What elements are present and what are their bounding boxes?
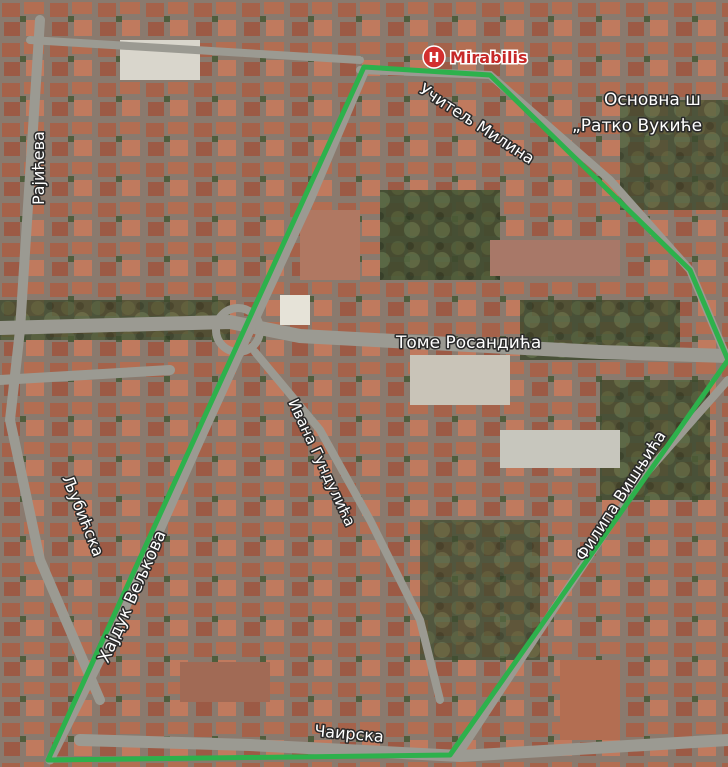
road [0, 314, 728, 363]
roads [0, 15, 728, 765]
poi-marker[interactable]: H Mirabilis [422, 45, 530, 69]
building [490, 240, 620, 276]
school-label-line2[interactable]: „Ратко Вукиће [571, 115, 704, 138]
building [500, 430, 620, 468]
road [26, 36, 364, 64]
hospital-icon[interactable] [422, 45, 446, 69]
street-label-tomerosandica: Томе Росандића [395, 333, 541, 353]
building [280, 295, 310, 325]
street-label-radjeva: Рајићева [29, 131, 48, 205]
hospital-icon-letter: H [429, 51, 440, 66]
building [410, 355, 510, 405]
building [180, 662, 270, 702]
building [560, 660, 620, 740]
tree-cluster [380, 190, 500, 280]
school-label-line1[interactable]: Основна ш [603, 89, 703, 112]
roundabout [212, 304, 264, 356]
road [0, 365, 175, 385]
area-boundary[interactable] [45, 64, 728, 763]
street-label-cairska: Чаирска [314, 721, 385, 746]
road [45, 65, 370, 765]
road [251, 348, 444, 704]
poi-label[interactable]: Mirabilis [449, 47, 530, 69]
tree-cluster [620, 100, 728, 210]
road [74, 734, 728, 763]
road [4, 15, 105, 705]
building [300, 210, 360, 280]
tree-cluster [420, 520, 540, 660]
